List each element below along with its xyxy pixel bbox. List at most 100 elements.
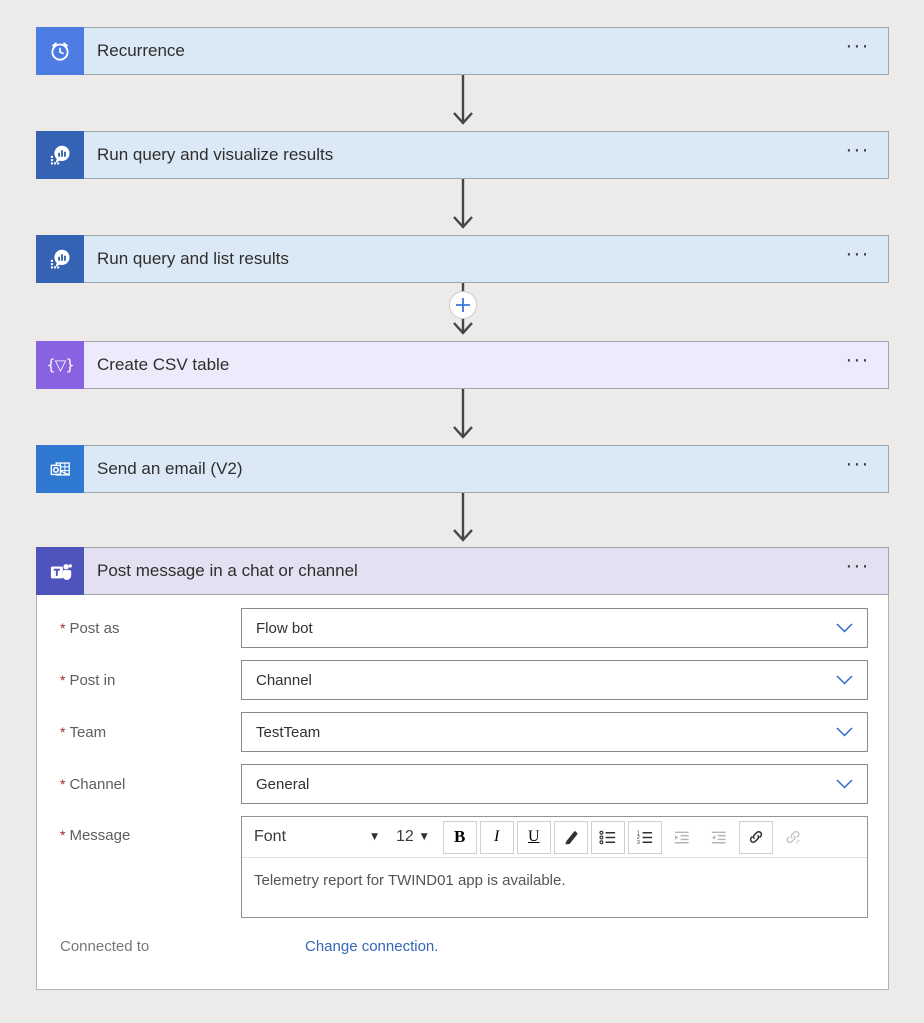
- teams-icon: [36, 547, 84, 595]
- step-menu-button[interactable]: ···: [842, 38, 874, 60]
- chevron-down-icon: [836, 727, 853, 737]
- connector-arrow: [36, 179, 889, 235]
- flow-step-run-query-list[interactable]: Run query and list results ···: [36, 235, 889, 283]
- step-header[interactable]: Post message in a chat or channel ···: [36, 547, 889, 595]
- svg-text:1: 1: [637, 830, 640, 836]
- pen-icon: [564, 831, 578, 845]
- team-dropdown[interactable]: TestTeam: [241, 712, 868, 752]
- field-row-message: *Message Font ▼ 12 ▼ B I U: [60, 816, 868, 918]
- field-label-text: Channel: [69, 776, 126, 793]
- dropdown-value: Channel: [256, 671, 312, 689]
- step-title: Run query and list results: [97, 249, 289, 268]
- numbered-list-button[interactable]: 1 2 3: [627, 820, 662, 854]
- required-marker: *: [60, 827, 66, 843]
- connector-arrow: [36, 493, 889, 548]
- dropdown-arrow-icon: ▼: [420, 832, 428, 842]
- flow-step-send-email[interactable]: Send an email (V2) ···: [36, 445, 889, 493]
- dropdown-value: Flow bot: [256, 619, 313, 637]
- outdent-button[interactable]: [701, 820, 736, 854]
- alarm-clock-icon: [36, 27, 84, 75]
- connection-row: Connected to Change connection.: [60, 938, 868, 955]
- step-title: Post message in a chat or channel: [97, 561, 358, 580]
- flow-step-create-csv-table[interactable]: {▽} Create CSV table ···: [36, 341, 889, 389]
- font-family-value: Font: [254, 828, 287, 845]
- dropdown-arrow-icon: ▼: [371, 832, 378, 842]
- app-insights-icon: [36, 131, 84, 179]
- step-menu-button[interactable]: ···: [842, 142, 874, 164]
- step-menu-button[interactable]: ···: [842, 456, 874, 478]
- message-editor-content[interactable]: Telemetry report for TWIND01 app is avai…: [254, 872, 566, 889]
- step-title: Run query and visualize results: [97, 145, 334, 164]
- bold-button[interactable]: B: [442, 820, 477, 854]
- remove-link-button[interactable]: [775, 820, 810, 854]
- editor-toolbar: Font ▼ 12 ▼ B I U: [242, 817, 867, 858]
- required-marker: *: [60, 776, 66, 792]
- data-operation-icon: {▽}: [36, 341, 84, 389]
- bullet-list-button[interactable]: [590, 820, 625, 854]
- step-header: Run query and visualize results ···: [84, 131, 889, 179]
- csv-glyph: {▽}: [46, 356, 75, 374]
- post-in-dropdown[interactable]: Channel: [241, 660, 868, 700]
- step-header: Recurrence ···: [84, 27, 889, 75]
- flow-step-run-query-visualize[interactable]: Run query and visualize results ···: [36, 131, 889, 179]
- post-as-dropdown[interactable]: Flow bot: [241, 608, 868, 648]
- step-title: Recurrence: [97, 41, 185, 60]
- required-marker: *: [60, 724, 66, 740]
- app-insights-icon: [36, 235, 84, 283]
- highlight-pen-button[interactable]: [553, 820, 588, 854]
- dropdown-value: TestTeam: [256, 723, 321, 741]
- field-row-post-in: *Post in Channel: [60, 660, 868, 700]
- indent-button[interactable]: [664, 820, 699, 854]
- field-label-text: Post in: [69, 672, 116, 689]
- numbered-list-icon: 1 2 3: [637, 830, 653, 845]
- field-label-text: Post as: [69, 620, 120, 637]
- required-marker: *: [60, 620, 66, 636]
- outlook-icon: [36, 445, 84, 493]
- font-size-select[interactable]: 12 ▼: [387, 821, 437, 854]
- step-header: Send an email (V2) ···: [84, 445, 889, 493]
- step-menu-button[interactable]: ···: [842, 352, 874, 374]
- insert-link-button[interactable]: [738, 820, 773, 854]
- step-header: Create CSV table ···: [84, 341, 889, 389]
- flow-canvas: Recurrence ··· Run quer: [36, 0, 889, 990]
- flow-step-post-message-card: Post message in a chat or channel ··· *P…: [36, 547, 889, 990]
- connector-arrow-with-insert[interactable]: [36, 283, 889, 341]
- field-row-team: *Team TestTeam: [60, 712, 868, 752]
- chevron-down-icon: [836, 623, 853, 633]
- step-title: Send an email (V2): [97, 459, 243, 478]
- step-header-bar: Post message in a chat or channel ···: [84, 547, 889, 595]
- italic-button[interactable]: I: [479, 820, 514, 854]
- outdent-icon: [712, 831, 726, 843]
- svg-text:3: 3: [637, 839, 640, 845]
- field-row-channel: *Channel General: [60, 764, 868, 804]
- underline-button[interactable]: U: [516, 820, 551, 854]
- chevron-down-icon: [836, 779, 853, 789]
- indent-icon: [675, 831, 689, 843]
- font-family-select[interactable]: Font ▼: [245, 821, 387, 854]
- step-title: Create CSV table: [97, 355, 230, 374]
- field-label: *Message: [60, 816, 241, 844]
- change-connection-link[interactable]: Change connection.: [305, 938, 439, 955]
- svg-text:2: 2: [637, 835, 640, 841]
- connector-arrow: [36, 389, 889, 445]
- field-label: *Channel: [60, 775, 241, 793]
- field-label: *Post as: [60, 619, 241, 637]
- field-label-text: Team: [69, 724, 107, 741]
- connector-arrow: [36, 75, 889, 131]
- field-label: *Post in: [60, 671, 241, 689]
- unlink-icon: [786, 830, 800, 844]
- field-label-text: Message: [69, 827, 131, 844]
- channel-dropdown[interactable]: General: [241, 764, 868, 804]
- required-marker: *: [60, 672, 66, 688]
- chevron-down-icon: [836, 675, 853, 685]
- step-menu-button[interactable]: ···: [842, 246, 874, 268]
- bullet-list-icon: [599, 830, 616, 844]
- step-menu-button[interactable]: ···: [842, 558, 874, 580]
- field-label: *Team: [60, 723, 241, 741]
- link-icon: [749, 831, 762, 843]
- connected-to-label: Connected to: [60, 938, 150, 955]
- card-body: *Post as Flow bot *Post in Channel: [37, 595, 888, 989]
- step-header: Run query and list results ···: [84, 235, 889, 283]
- flow-step-recurrence[interactable]: Recurrence ···: [36, 27, 889, 75]
- font-size-value: 12: [396, 828, 414, 845]
